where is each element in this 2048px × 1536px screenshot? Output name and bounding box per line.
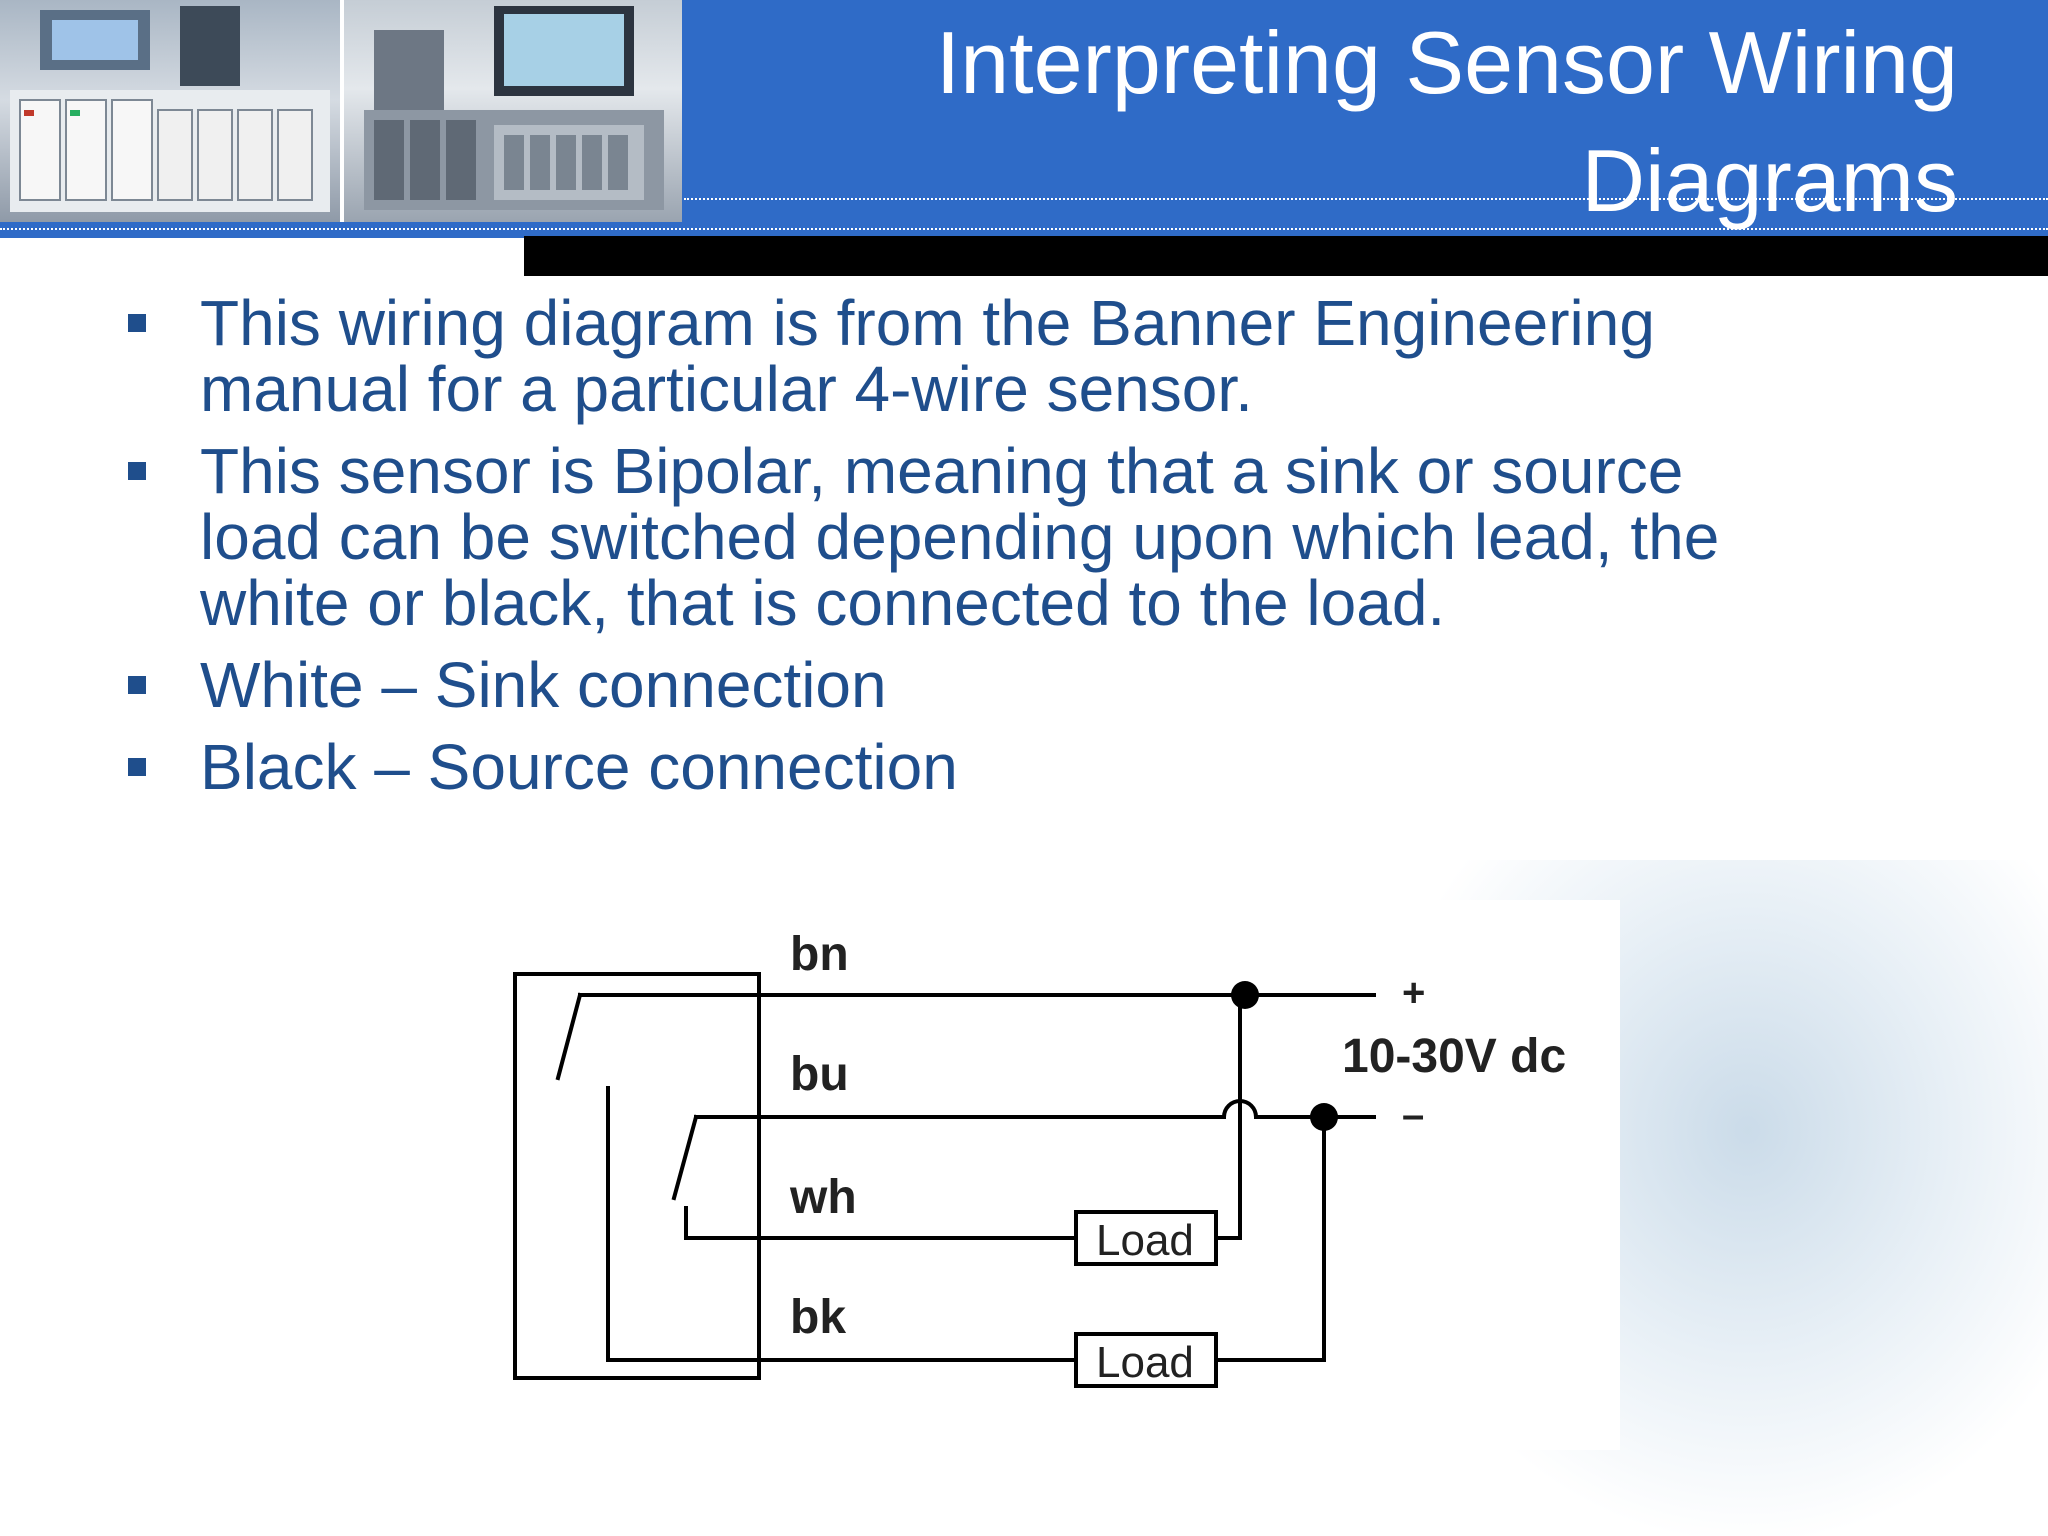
bullet-text-line: white or black, that is connected to the… (200, 567, 1446, 639)
wiring-diagram-svg: bn bu wh bk Load Load + – 10-30V dc (513, 928, 1566, 1388)
header-photo-plc-racks (0, 0, 340, 222)
square-bullet-icon (128, 758, 146, 776)
square-bullet-icon (128, 314, 146, 332)
bullet-item-white-sink: White – Sink connection (128, 652, 1988, 718)
junction-dot-minus (1310, 1103, 1338, 1131)
slide-title-line-2: Diagrams (1581, 131, 1958, 230)
bullet-item-bipolar: This sensor is Bipolar, meaning that a s… (128, 438, 1988, 636)
bullet-list: This wiring diagram is from the Banner E… (128, 290, 1988, 816)
bullet-text-line: This wiring diagram is from the Banner E… (200, 287, 1655, 359)
supply-voltage-label: 10-30V dc (1342, 1030, 1566, 1083)
junction-dot-plus (1231, 981, 1259, 1009)
header-photo-separator (340, 0, 344, 222)
square-bullet-icon (128, 462, 146, 480)
slide-title-line-1: Interpreting Sensor Wiring (935, 13, 1958, 112)
header-black-bar (524, 236, 2048, 276)
bullet-text-line: White – Sink connection (200, 649, 887, 721)
supply-plus-label: + (1402, 971, 1425, 1015)
header-dotted-rule (684, 198, 2048, 200)
bullet-text-line: This sensor is Bipolar, meaning that a s… (200, 435, 1684, 507)
header-dotted-rule-lower (0, 228, 2048, 230)
wire-label-bu: bu (790, 1048, 849, 1101)
wire-label-wh: wh (789, 1171, 857, 1224)
load-label-black: Load (1096, 1338, 1194, 1387)
bullet-item-source: This wiring diagram is from the Banner E… (128, 290, 1988, 422)
switch-1-blade (555, 992, 583, 1081)
supply-minus-label: – (1402, 1093, 1424, 1137)
sensor-body-outline (513, 972, 761, 1380)
wiring-diagram: bn bu wh bk Load Load + – 10-30V dc (470, 900, 1620, 1450)
load-label-white: Load (1096, 1216, 1194, 1265)
switch-2-blade (671, 1114, 699, 1201)
header-photo-plc-modules (344, 0, 682, 222)
bullet-item-black-source: Black – Source connection (128, 734, 1988, 800)
bullet-text-line: manual for a particular 4-wire sensor. (200, 353, 1253, 425)
wire-label-bn: bn (790, 928, 849, 981)
bullet-text-line: load can be switched depending upon whic… (200, 501, 1720, 573)
bullet-text-line: Black – Source connection (200, 731, 958, 803)
square-bullet-icon (128, 676, 146, 694)
slide-title: Interpreting Sensor Wiring Diagrams (658, 4, 1958, 240)
wire-label-bk: bk (790, 1291, 846, 1344)
